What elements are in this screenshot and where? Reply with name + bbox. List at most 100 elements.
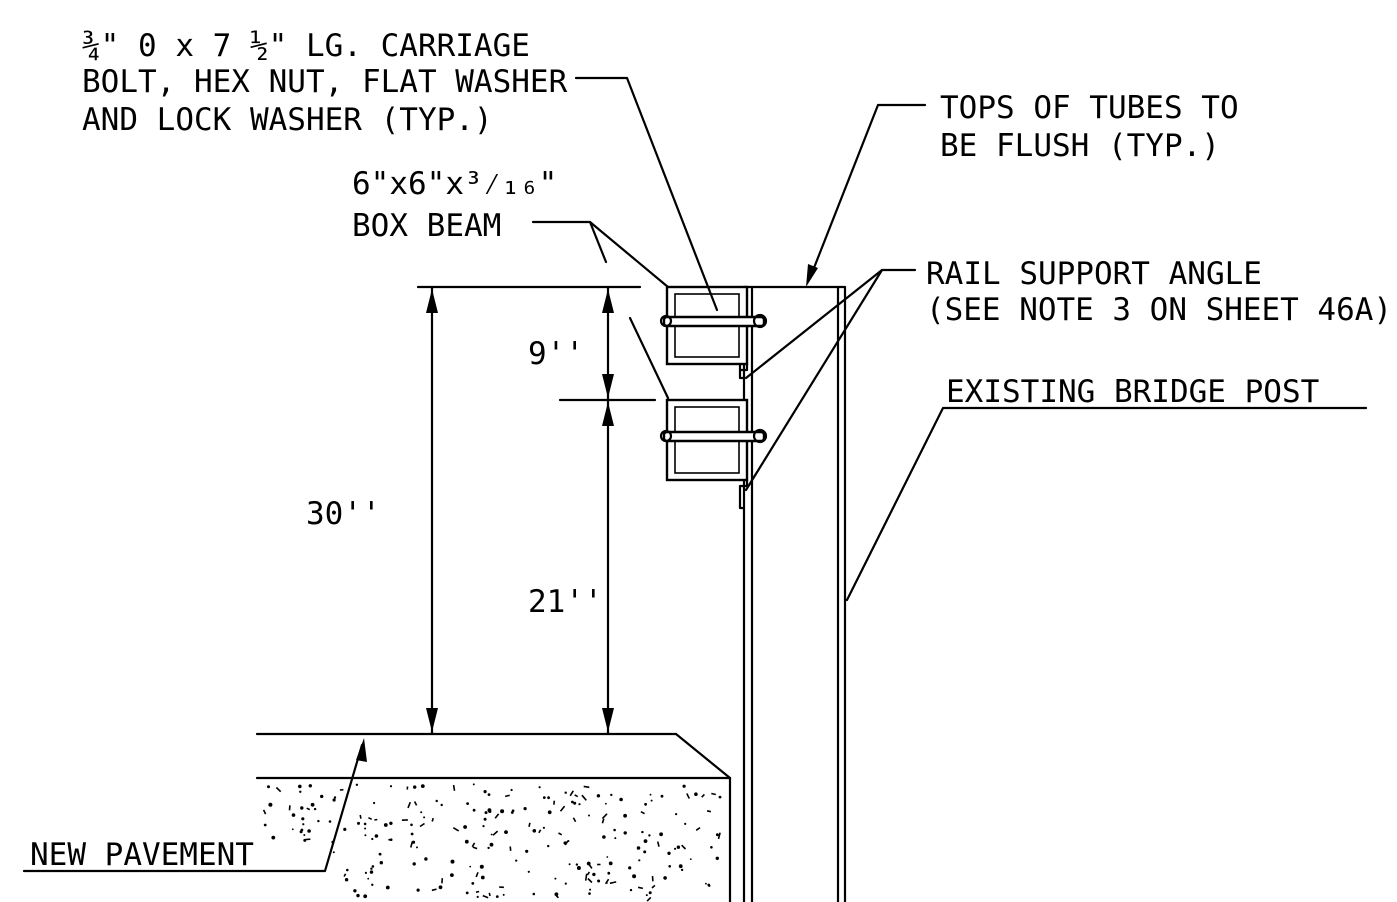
concrete-speck [588,892,591,895]
concrete-speck [588,814,590,817]
concrete-speck [483,817,487,821]
concrete-speck [452,827,460,832]
concrete-speck [587,862,593,869]
concrete-speck [674,847,677,850]
concrete-speck [389,785,393,788]
concrete-speck [364,871,367,875]
concrete-speck [488,892,491,897]
concrete-speck [686,793,691,799]
concrete-speck [369,870,374,874]
concrete-speck [564,882,567,885]
concrete-speck [574,794,579,798]
concrete-speck [320,794,324,799]
pavement [255,732,732,902]
concrete-speck [419,822,425,828]
concrete-speck [638,859,641,862]
concrete-speck [332,798,336,802]
concrete-speck [659,832,663,837]
concrete-speck [267,785,270,789]
concrete-speck [547,844,550,848]
concrete-speck [542,796,546,799]
concrete-speck [475,872,479,878]
concrete-speck [710,846,713,849]
concrete-speck [464,839,469,844]
concrete-speck [705,882,707,885]
concrete-speck [628,866,632,870]
concrete-speck [413,801,418,806]
concrete-speck [651,884,656,889]
concrete-speck [643,850,647,854]
concrete-speck [592,872,596,877]
box-beam-upper [659,285,768,380]
dimension-30in: 30'' [306,496,381,532]
concrete-speck [523,807,527,811]
tops-of-tubes-label: TOPS OF TUBES TO BE FLUSH (TYP.) [940,90,1239,164]
concrete-speck [385,885,390,890]
concrete-speck [678,864,683,869]
concrete-speck [532,829,537,833]
concrete-speck [505,794,510,798]
concrete-speck [554,892,559,897]
concrete-speck [302,823,305,826]
concrete-speck [583,785,590,789]
concrete-speck [589,888,592,891]
concrete-speck [500,809,505,814]
concrete-speck [300,806,304,810]
concrete-speck [648,891,652,895]
concrete-speck [482,894,489,899]
concrete-speck [359,814,362,819]
concrete-speck [423,816,426,819]
concrete-speck [629,888,633,892]
concrete-speck [371,837,374,841]
concrete-speck [431,888,437,892]
concrete-speck [431,817,434,822]
rail-label-line1: RAIL SUPPORT ANGLE [926,256,1262,292]
concrete-speck [681,844,687,850]
concrete-speck [684,822,687,826]
concrete-speck [525,849,529,853]
concrete-speck [547,810,552,815]
concrete-speck [479,864,484,869]
concrete-speck [569,790,574,797]
concrete-speck [487,846,490,850]
concrete-speck [510,788,513,792]
dimension-21in: 21'' [528,584,603,620]
concrete-speck [701,793,705,798]
concrete-speck [374,818,378,821]
concrete-speck [563,841,567,845]
concrete-speck [389,821,393,825]
concrete-speck [450,859,455,864]
concrete-speck [420,784,425,788]
concrete-speck [717,832,721,840]
concrete-speck [487,793,491,796]
bolt-label-line3: AND LOCK WASHER (TYP.) [82,102,493,138]
concrete-speck [471,882,475,885]
concrete-speck [623,831,627,835]
concrete-speck [371,865,375,868]
concrete-speck [407,801,412,809]
concrete-speck [532,892,536,896]
concrete-speck [357,821,360,825]
concrete-speck [328,820,332,823]
concrete-speck [333,796,337,799]
concrete-speck [640,810,645,815]
concrete-speck [313,807,317,811]
concrete-speck [528,822,531,827]
concrete-speck [307,829,311,833]
concrete-speck [667,851,671,855]
concrete-speck [416,846,418,849]
tops-label-line1: TOPS OF TUBES TO [940,90,1239,126]
concrete-speck [346,868,349,872]
concrete-speck [494,813,500,819]
concrete-speck [310,802,315,807]
concrete-speck [602,835,606,839]
concrete-speck [706,810,712,813]
leader-lines [22,76,1368,873]
concrete-speck [575,863,579,866]
concrete-speck [371,883,374,886]
concrete-speck [694,792,698,796]
concrete-speck [370,867,373,870]
dimension-lines [416,285,657,736]
concrete-speck [656,841,660,847]
concrete-speck [355,783,359,786]
